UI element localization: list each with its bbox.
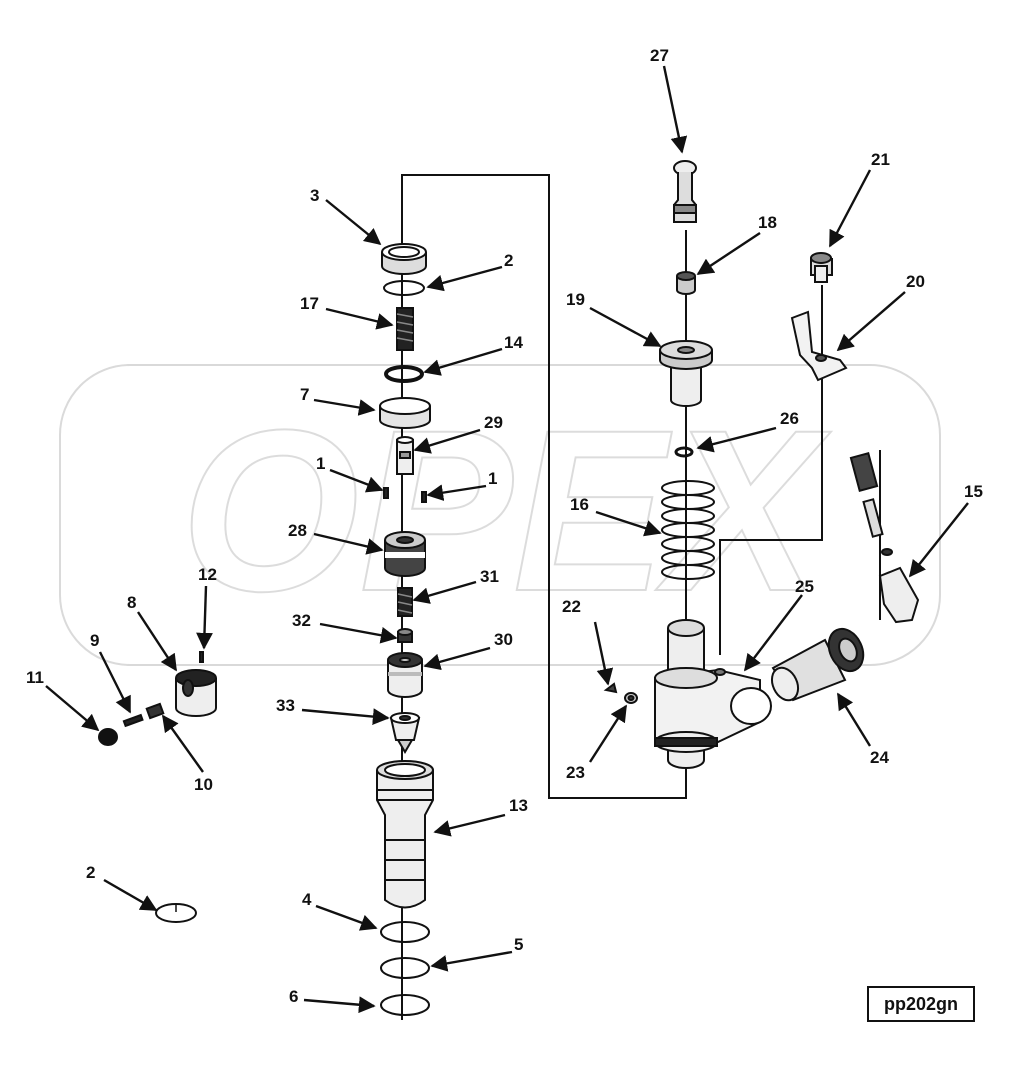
callout-19: 19 bbox=[566, 290, 585, 309]
callout-22: 22 bbox=[562, 597, 581, 616]
callout-6: 6 bbox=[289, 987, 298, 1006]
callout-17: 17 bbox=[300, 294, 319, 313]
pump-column-parts bbox=[603, 160, 920, 769]
part-12-pin bbox=[199, 651, 204, 663]
callout-9: 9 bbox=[90, 631, 99, 650]
callout-3: 3 bbox=[310, 186, 319, 205]
part-27-plunger bbox=[673, 160, 697, 223]
callout-32: 32 bbox=[292, 611, 311, 630]
callout-12: 12 bbox=[198, 565, 217, 584]
left-subassembly bbox=[98, 651, 217, 923]
callout-18: 18 bbox=[758, 213, 777, 232]
callout-5: 5 bbox=[514, 935, 523, 954]
part-2-oring-loose bbox=[155, 903, 197, 923]
callout-13: 13 bbox=[509, 796, 528, 815]
callout-30: 30 bbox=[494, 630, 513, 649]
part-23-fitting bbox=[624, 692, 638, 704]
part-22-fitting bbox=[603, 682, 618, 694]
callout-2: 2 bbox=[504, 251, 513, 270]
part-18-nut bbox=[676, 271, 696, 295]
part-2-oring bbox=[383, 280, 425, 296]
part-1-pins bbox=[383, 487, 427, 503]
part-31-spring bbox=[397, 587, 413, 617]
part-6-oring bbox=[380, 994, 430, 1016]
part-14-oring bbox=[384, 365, 424, 383]
part-19-guide bbox=[659, 340, 713, 407]
part-5-oring bbox=[380, 957, 430, 979]
callout-4: 4 bbox=[302, 890, 312, 909]
callout-27: 27 bbox=[650, 46, 669, 65]
part-13-sleeve bbox=[376, 760, 434, 909]
callout-10: 10 bbox=[194, 775, 213, 794]
part-30-body bbox=[387, 652, 423, 698]
callout-24: 24 bbox=[870, 748, 889, 767]
callout-2: 2 bbox=[86, 863, 95, 882]
part-32-nut bbox=[397, 628, 413, 643]
callout-33: 33 bbox=[276, 696, 295, 715]
callout-29: 29 bbox=[484, 413, 503, 432]
part-21-bolt bbox=[810, 252, 833, 283]
callout-1: 1 bbox=[488, 469, 497, 488]
part-25-housing bbox=[654, 619, 772, 769]
part-8-sleeve bbox=[175, 669, 217, 717]
callout-20: 20 bbox=[906, 272, 925, 291]
injector-column-parts bbox=[376, 243, 434, 1016]
callout-14: 14 bbox=[504, 333, 523, 352]
callout-11: 11 bbox=[26, 668, 44, 687]
part-26-ring bbox=[674, 446, 694, 458]
part-29-plunger bbox=[396, 436, 414, 475]
callout-25: 25 bbox=[795, 577, 814, 596]
part-15-harness bbox=[849, 452, 920, 624]
part-20-bracket bbox=[790, 310, 848, 382]
watermark-text: OPEX bbox=[180, 382, 831, 639]
part-24-connector bbox=[770, 627, 865, 702]
reference-code-box: pp202gn bbox=[867, 986, 975, 1022]
part-3-cap bbox=[381, 243, 427, 275]
part-7-cup bbox=[379, 397, 431, 429]
callout-arrows bbox=[45, 65, 969, 1014]
callout-28: 28 bbox=[288, 521, 307, 540]
part-9-pin bbox=[122, 713, 144, 728]
callout-23: 23 bbox=[566, 763, 585, 782]
part-17-spring bbox=[396, 307, 414, 351]
part-4-oring bbox=[380, 921, 430, 943]
callout-1: 1 bbox=[316, 454, 325, 473]
callout-26: 26 bbox=[780, 409, 799, 428]
part-11-plug bbox=[98, 728, 118, 746]
callout-7: 7 bbox=[300, 385, 309, 404]
callout-16: 16 bbox=[570, 495, 589, 514]
callout-31: 31 bbox=[480, 567, 499, 586]
part-28-body bbox=[384, 531, 426, 577]
part-10-fitting bbox=[145, 702, 165, 720]
callout-21: 21 bbox=[871, 150, 890, 169]
watermark: OPEX bbox=[59, 364, 941, 666]
part-33-nozzle bbox=[389, 712, 421, 754]
callout-15: 15 bbox=[964, 482, 983, 501]
callout-numbers: 27 3 2 17 14 7 29 1 1 28 31 32 30 33 13 … bbox=[26, 46, 983, 1006]
part-16-spring bbox=[661, 480, 715, 580]
callout-8: 8 bbox=[127, 593, 136, 612]
